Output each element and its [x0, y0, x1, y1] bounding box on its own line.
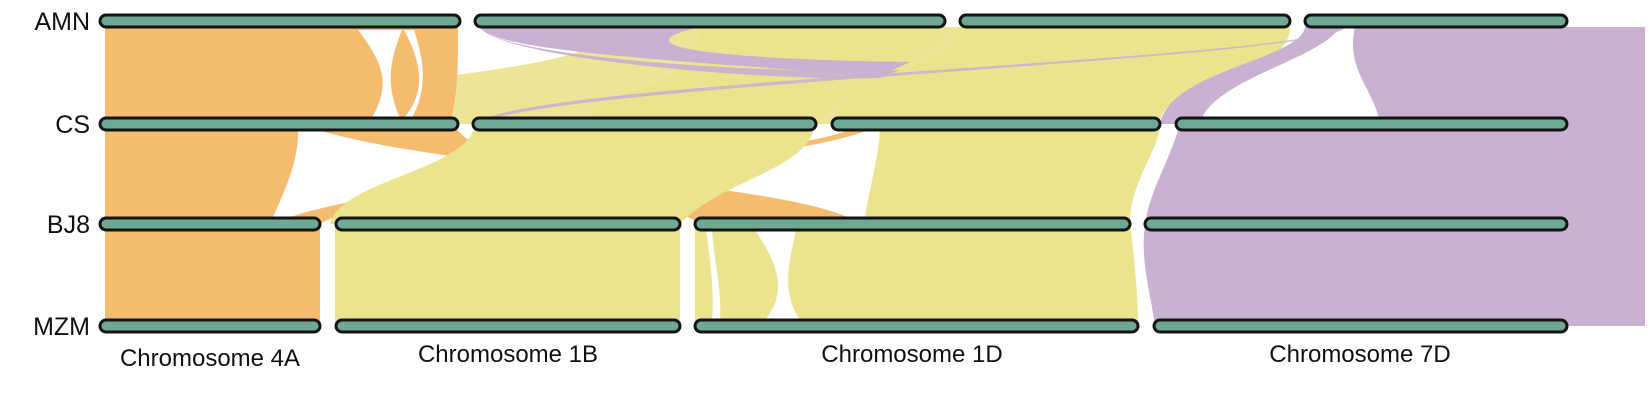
ribbon-1D-cs-bj8: [865, 124, 1160, 224]
bar-bj8-1D[interactable]: [693, 216, 1132, 232]
bar-amn-7D[interactable]: [1303, 13, 1569, 29]
chromosome-bars: [98, 13, 1569, 334]
bar-cs-1D[interactable]: [830, 116, 1162, 132]
ribbon-4A-cs-bj8: [105, 124, 299, 224]
genome-label-bj8: BJ8: [47, 211, 90, 239]
bar-amn-1B[interactable]: [473, 13, 947, 29]
bar-bj8-4A[interactable]: [98, 216, 322, 232]
bar-bj8-7D[interactable]: [1143, 216, 1569, 232]
inversion-gap-1D-bj8-b: [706, 230, 721, 320]
bar-bj8-1B[interactable]: [334, 216, 682, 232]
bar-amn-1D[interactable]: [958, 13, 1292, 29]
inversion-gap-4A-amn-b: [404, 30, 423, 118]
ribbon-7D-amn-cs-b: [1160, 27, 1340, 124]
ribbon-1B-cs-bj8: [330, 124, 815, 224]
ribbon-4A-amn-cs: [105, 27, 458, 124]
chromosome-label-1B: Chromosome 1B: [418, 341, 598, 368]
ribbon-divider-4A-1B: [320, 224, 335, 326]
chromosome-labels: Chromosome 4A Chromosome 1B Chromosome 1…: [120, 341, 1451, 372]
chromosome-label-7D: Chromosome 7D: [1269, 341, 1450, 368]
genome-labels: AMN CS BJ8 MZM: [33, 8, 90, 341]
inversion-gap-1D-bj8: [755, 230, 800, 320]
ribbon-divider-1B-1D: [680, 224, 695, 326]
chromosome-label-1D: Chromosome 1D: [821, 341, 1002, 368]
ribbon-7D-bj8-mzm: [1143, 224, 1645, 326]
ribbon-1B-bj8-mzm: [335, 224, 680, 326]
bar-mzm-1D[interactable]: [693, 318, 1140, 334]
ribbon-7D-cs-bj8: [1145, 124, 1645, 224]
genome-label-cs: CS: [55, 111, 90, 139]
ribbon-4A-bj8-mzm: [105, 224, 320, 326]
bar-cs-4A[interactable]: [98, 116, 460, 132]
ribbon-1B-amn-purple-b: [480, 27, 910, 76]
bar-mzm-1B[interactable]: [334, 318, 682, 334]
ribbon-1D-bj8-mzm: [695, 224, 1138, 326]
ribbon-divider-1D-7D: [1132, 224, 1155, 326]
bar-amn-4A[interactable]: [98, 13, 462, 29]
bar-mzm-4A[interactable]: [98, 318, 322, 334]
inversion-gap-4A-amn: [358, 30, 402, 118]
bar-mzm-7D[interactable]: [1152, 318, 1569, 334]
genome-label-amn: AMN: [34, 8, 90, 36]
genome-label-mzm: MZM: [33, 313, 90, 341]
synteny-ribbons: [105, 27, 1645, 326]
bar-cs-7D[interactable]: [1174, 116, 1569, 132]
chromosome-label-4A: Chromosome 4A: [120, 345, 300, 372]
ribbon-7D-amn-cs: [1352, 27, 1645, 124]
bar-cs-1B[interactable]: [471, 116, 818, 132]
